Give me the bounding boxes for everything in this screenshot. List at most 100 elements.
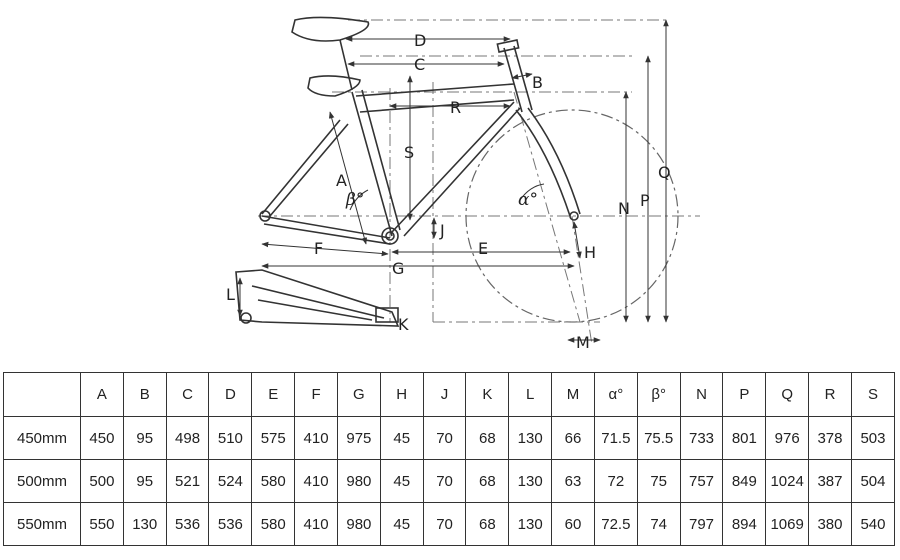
table-cell: 757 <box>679 459 724 503</box>
table-cell: 510 <box>208 416 253 460</box>
dimension-labels: D C B R S A β° α° J F E H G N P Q L K M <box>226 31 671 352</box>
table-cell: 68 <box>465 502 510 546</box>
table-header-cell: β° <box>636 372 681 417</box>
label-N: N <box>618 199 630 218</box>
table-cell: 540 <box>850 502 896 546</box>
table-cell: 976 <box>765 416 810 460</box>
table-cell: 580 <box>251 459 296 503</box>
label-S: S <box>404 143 414 162</box>
label-H: H <box>584 243 596 262</box>
table-header-cell: S <box>850 372 896 417</box>
table-header-cell: R <box>808 372 852 417</box>
table-header-cell <box>3 372 81 417</box>
table-cell: 733 <box>679 416 724 460</box>
table-cell: 380 <box>808 502 852 546</box>
row-size-label: 500mm <box>3 459 81 503</box>
table-cell: 71.5 <box>593 416 638 460</box>
table-cell: 975 <box>336 416 381 460</box>
table-cell: 500 <box>80 459 124 503</box>
label-C: C <box>414 55 425 74</box>
label-Q: Q <box>658 163 671 182</box>
table-header-cell: J <box>422 372 467 417</box>
table-cell: 580 <box>251 502 296 546</box>
table-header-cell: L <box>508 372 553 417</box>
table-header-cell: D <box>208 372 253 417</box>
table-cell: 70 <box>422 459 467 503</box>
table-cell: 550 <box>80 502 124 546</box>
table-header-cell: F <box>294 372 338 417</box>
table-cell: 130 <box>508 416 553 460</box>
table-cell: 521 <box>165 459 210 503</box>
label-K: K <box>398 315 409 334</box>
label-D: D <box>414 31 426 50</box>
table-cell: 130 <box>508 459 553 503</box>
table-cell: 503 <box>850 416 896 460</box>
table-cell: 378 <box>808 416 852 460</box>
reference-lines <box>258 19 700 346</box>
table-cell: 63 <box>551 459 595 503</box>
table-cell: 95 <box>122 416 167 460</box>
table-cell: 450 <box>80 416 124 460</box>
table-row: 550mm 550 130 536 536 580 410 980 45 70 … <box>3 502 896 546</box>
table-cell: 524 <box>208 459 253 503</box>
table-cell: 410 <box>294 502 338 546</box>
label-L: L <box>226 285 235 304</box>
table-header-cell: P <box>722 372 767 417</box>
label-R: R <box>450 98 461 117</box>
table-header-cell: N <box>679 372 724 417</box>
frame-geometry-diagram: D C B R S A β° α° J F E H G N P Q L K M <box>226 16 700 352</box>
table-cell: 536 <box>165 502 210 546</box>
label-E: E <box>478 239 488 258</box>
table-cell: 95 <box>122 459 167 503</box>
table-header-row: A B C D E F G H J K L M α° β° N P Q R S <box>3 372 896 417</box>
table-row: 500mm 500 95 521 524 580 410 980 45 70 6… <box>3 459 896 503</box>
table-cell: 45 <box>379 502 424 546</box>
table-cell: 72 <box>593 459 638 503</box>
table-row: 450mm 450 95 498 510 575 410 975 45 70 6… <box>3 416 896 460</box>
label-F: F <box>314 239 323 258</box>
table-cell: 74 <box>636 502 681 546</box>
table-cell: 410 <box>294 416 338 460</box>
table-cell: 70 <box>422 416 467 460</box>
table-cell: 575 <box>251 416 296 460</box>
table-cell: 72.5 <box>593 502 638 546</box>
label-alpha: α° <box>518 190 538 210</box>
table-cell: 504 <box>850 459 896 503</box>
label-P: P <box>640 191 650 210</box>
table-header-cell: C <box>165 372 210 417</box>
table-header-cell: Q <box>765 372 810 417</box>
table-cell: 68 <box>465 459 510 503</box>
geometry-spec-table: A B C D E F G H J K L M α° β° N P Q R S … <box>3 372 896 546</box>
table-cell: 70 <box>422 502 467 546</box>
row-size-label: 450mm <box>3 416 81 460</box>
table-header-cell: α° <box>593 372 638 417</box>
table-cell: 980 <box>336 502 381 546</box>
table-header-cell: A <box>80 372 124 417</box>
table-cell: 980 <box>336 459 381 503</box>
table-cell: 387 <box>808 459 852 503</box>
table-cell: 130 <box>122 502 167 546</box>
label-A: A <box>336 171 347 190</box>
label-B: B <box>532 73 543 92</box>
saddle-upper <box>291 16 370 42</box>
table-cell: 75 <box>636 459 681 503</box>
label-beta: β° <box>345 190 364 210</box>
table-header-cell: B <box>122 372 167 417</box>
table-header-cell: M <box>551 372 595 417</box>
table-cell: 45 <box>379 416 424 460</box>
table-cell: 536 <box>208 502 253 546</box>
table-header-cell: E <box>251 372 296 417</box>
table-cell: 1024 <box>765 459 810 503</box>
row-size-label: 550mm <box>3 502 81 546</box>
table-cell: 66 <box>551 416 595 460</box>
table-cell: 498 <box>165 416 210 460</box>
table-cell: 801 <box>722 416 767 460</box>
table-cell: 75.5 <box>636 416 681 460</box>
label-J: J <box>439 221 445 240</box>
table-cell: 130 <box>508 502 553 546</box>
label-G: G <box>392 259 404 278</box>
table-header-cell: K <box>465 372 510 417</box>
table-cell: 410 <box>294 459 338 503</box>
table-cell: 68 <box>465 416 510 460</box>
table-cell: 45 <box>379 459 424 503</box>
